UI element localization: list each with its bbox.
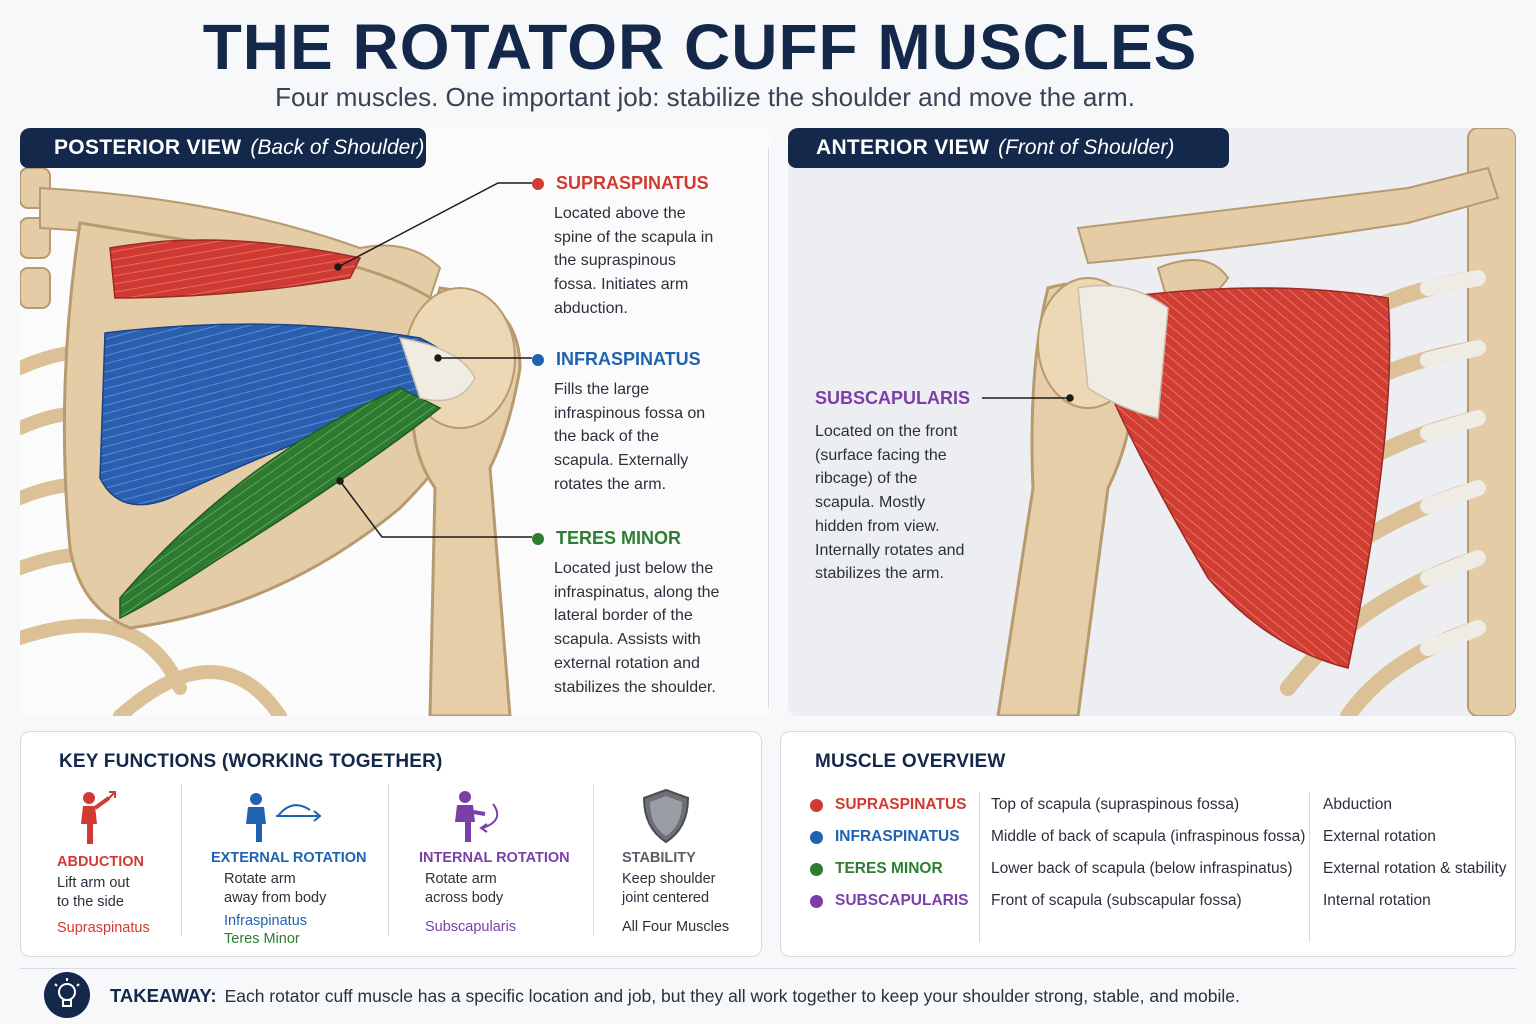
teres-minor-dot <box>810 863 823 876</box>
overview-column-separator <box>979 792 980 942</box>
function-external-rotation: EXTERNAL ROTATION Rotate arm away from b… <box>182 784 388 947</box>
teres-minor-desc: Located just below the infraspinatus, al… <box>554 560 720 696</box>
subscapularis-name: SUBSCAPULARIS <box>815 388 971 408</box>
function-internal-rotation: INTERNAL ROTATION Rotate arm across body… <box>389 784 593 939</box>
infraspinatus-dot <box>810 831 823 844</box>
subscapularis-desc: Located on the front (surface facing the… <box>815 423 965 583</box>
subscapularis-muscle <box>1107 287 1391 669</box>
takeaway-body: Each rotator cuff muscle has a specific … <box>224 986 1240 1006</box>
takeaway-divider <box>20 968 1516 969</box>
abduction-muscle: Supraspinatus <box>57 920 150 936</box>
teres-minor-dot <box>532 532 544 545</box>
internal-rotation-title: INTERNAL ROTATION <box>419 850 570 866</box>
anterior-clavicle <box>1076 166 1500 265</box>
function-separator <box>181 784 182 936</box>
supraspinatus-callout: SUPRASPINATUS Located above the spine of… <box>532 173 754 321</box>
infraspinatus-desc: Fills the large infraspinous fossa on th… <box>554 381 706 493</box>
page-subtitle: Four muscles. One important job: stabili… <box>275 82 1135 112</box>
subscapularis-leader <box>982 394 1074 402</box>
overview-row-supraspinatus: SUPRASPINATUS Top of scapula (supraspino… <box>781 794 1517 826</box>
teres-minor-callout: TERES MINOR Located just below the infra… <box>532 528 764 699</box>
overview-muscle-name: SUBSCAPULARIS <box>835 892 969 909</box>
external-rotation-desc-line2: away from body <box>224 890 327 906</box>
anterior-view-panel: ANTERIOR VIEW (Front of Shoulder) <box>788 128 1516 716</box>
overview-column-separator <box>1309 792 1310 942</box>
teres-minor-name: TERES MINOR <box>556 528 682 548</box>
posterior-shoulder-illustration <box>20 167 532 716</box>
overview-location: Top of scapula (supraspinous fossa) <box>991 796 1240 813</box>
supraspinatus-dot <box>532 177 544 190</box>
external-rotation-muscle-2: Teres Minor <box>224 931 300 947</box>
overview-action: External rotation <box>1323 828 1436 845</box>
internal-rotation-muscle: Subscapularis <box>425 919 517 935</box>
overview-row-teres-minor: TERES MINOR Lower back of scapula (below… <box>781 858 1517 890</box>
page-title: THE ROTATOR CUFF MUSCLES <box>202 11 1198 83</box>
abduction-title: ABDUCTION <box>57 854 144 870</box>
overview-location: Front of scapula (subscapular fossa) <box>991 892 1242 909</box>
internal-rotation-icon <box>455 791 499 842</box>
leader-lines <box>334 182 532 538</box>
supraspinatus-desc: Located above the spine of the scapula i… <box>554 205 714 317</box>
stability-desc-line2: joint centered <box>622 890 710 906</box>
overview-row-subscapularis: SUBSCAPULARIS Front of scapula (subscapu… <box>781 890 1517 922</box>
overview-action: Abduction <box>1323 796 1392 813</box>
subscapularis-tendon <box>1077 284 1169 419</box>
vertebrae <box>20 167 51 309</box>
lightbulb-icon <box>44 972 90 1018</box>
supraspinatus-muscle <box>109 239 362 299</box>
teres-minor-muscle <box>119 387 442 620</box>
anterior-tag-title: ANTERIOR VIEW <box>816 136 990 159</box>
overview-row-infraspinatus: INFRASPINATUS Middle of back of scapula … <box>781 826 1517 858</box>
anterior-view-tag: ANTERIOR VIEW (Front of Shoulder) <box>788 128 1229 168</box>
overview-action: Internal rotation <box>1323 892 1431 909</box>
supraspinatus-dot <box>810 799 823 812</box>
overview-action: External rotation & stability <box>1323 860 1507 877</box>
internal-rotation-desc-line1: Rotate arm <box>425 871 497 887</box>
external-rotation-desc-line1: Rotate arm <box>224 871 296 887</box>
abduction-desc-line2: to the side <box>57 894 124 910</box>
stability-muscle: All Four Muscles <box>622 919 730 935</box>
subscapularis-dot <box>810 895 823 908</box>
external-rotation-title: EXTERNAL ROTATION <box>211 850 367 866</box>
function-separator <box>593 784 594 936</box>
muscle-overview-heading: MUSCLE OVERVIEW <box>815 751 1006 772</box>
key-functions-heading: KEY FUNCTIONS (WORKING TOGETHER) <box>59 751 443 772</box>
internal-rotation-desc-line2: across body <box>425 890 504 906</box>
key-functions-card: KEY FUNCTIONS (WORKING TOGETHER) ABDUCTI… <box>20 731 762 957</box>
posterior-tag-subtitle: (Back of Shoulder) <box>250 136 425 159</box>
function-stability: STABILITY Keep shoulder joint centered A… <box>594 784 762 939</box>
shield-icon <box>642 788 690 844</box>
takeaway-label: TAKEAWAY: <box>110 985 217 1006</box>
infraspinatus-name: INFRASPINATUS <box>556 349 701 369</box>
stability-desc-line1: Keep shoulder <box>622 871 716 887</box>
abduction-icon <box>81 791 116 844</box>
costal-cartilage <box>1420 270 1486 656</box>
posterior-tag-title: POSTERIOR VIEW <box>54 136 242 159</box>
overview-location: Middle of back of scapula (infraspinous … <box>991 828 1306 845</box>
takeaway-text: TAKEAWAY: Each rotator cuff muscle has a … <box>110 985 1240 1007</box>
posterior-view-panel: POSTERIOR VIEW (Back of Shoulder) <box>20 128 770 716</box>
stability-title: STABILITY <box>622 850 696 866</box>
tendon <box>398 337 476 402</box>
subscapularis-callout: SUBSCAPULARIS Located on the front (surf… <box>815 388 985 586</box>
external-rotation-muscle-1: Infraspinatus <box>224 913 308 929</box>
posterior-view-tag: POSTERIOR VIEW (Back of Shoulder) <box>20 128 426 168</box>
panel-divider <box>768 148 769 708</box>
function-separator <box>388 784 389 936</box>
overview-muscle-name: TERES MINOR <box>835 860 943 877</box>
function-abduction: ABDUCTION Lift arm out to the side Supra… <box>21 784 181 939</box>
overview-location: Lower back of scapula (below infraspinat… <box>991 860 1293 877</box>
infraspinatus-callout: INFRASPINATUS Fills the large infraspino… <box>532 349 754 497</box>
overview-muscle-name: INFRASPINATUS <box>835 828 960 845</box>
muscle-overview-card: MUSCLE OVERVIEW SUPRASPINATUS Top of sca… <box>780 731 1516 957</box>
infraspinatus-dot <box>532 353 544 366</box>
supraspinatus-name: SUPRASPINATUS <box>556 173 709 193</box>
external-rotation-icon <box>246 793 322 842</box>
anterior-shoulder-illustration <box>982 128 1516 716</box>
overview-muscle-name: SUPRASPINATUS <box>835 796 967 813</box>
abduction-desc-line1: Lift arm out <box>57 875 130 891</box>
anterior-tag-subtitle: (Front of Shoulder) <box>998 136 1175 159</box>
